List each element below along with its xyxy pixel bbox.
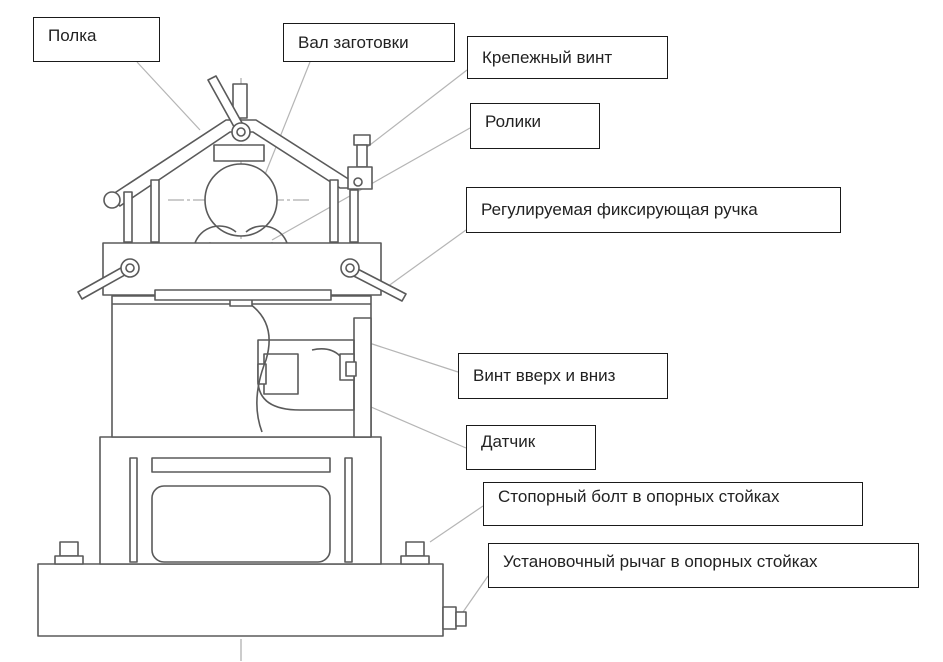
label-up-down-screw-text: Винт вверх и вниз (473, 366, 616, 385)
label-setting-lever: Установочный рычаг в опорных стойках (488, 543, 919, 588)
label-workpiece-shaft: Вал заготовки (283, 23, 455, 62)
label-stop-bolt: Стопорный болт в опорных стойках (483, 482, 863, 526)
label-stop-bolt-text: Стопорный болт в опорных стойках (498, 487, 780, 506)
roller-frame (102, 242, 382, 296)
label-fixing-screw-text: Крепежный винт (482, 47, 613, 67)
support-block (99, 436, 382, 565)
label-setting-lever-text: Установочный рычаг в опорных стойках (503, 552, 818, 571)
label-fixing-screw: Крепежный винт (467, 36, 668, 79)
label-shelf: Полка (33, 17, 160, 62)
label-rollers-text: Ролики (485, 112, 542, 131)
workpiece-shaft (204, 163, 278, 237)
label-adjustable-handle-text: Регулируемая фиксирующая ручка (481, 200, 758, 219)
sensor-body (263, 353, 299, 395)
label-sensor: Датчик (466, 425, 596, 470)
machine-body (37, 75, 467, 637)
column (111, 295, 372, 438)
label-rollers: Ролики (470, 103, 600, 149)
label-shelf-text: Полка (48, 26, 97, 45)
label-sensor-text: Датчик (481, 432, 536, 451)
label-adjustable-handle: Регулируемая фиксирующая ручка (466, 187, 841, 233)
roller-right (245, 225, 288, 244)
label-workpiece-shaft-text: Вал заготовки (298, 32, 409, 52)
roller-left (194, 225, 237, 244)
base-plate (37, 563, 444, 637)
label-up-down-screw: Винт вверх и вниз (458, 353, 668, 399)
